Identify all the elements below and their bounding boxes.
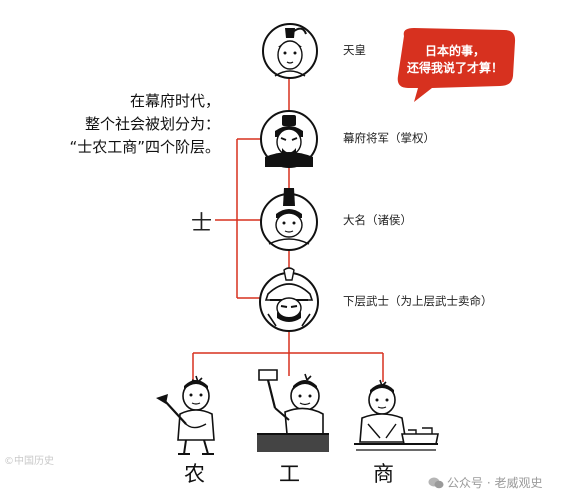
intro-line: 在幕府时代， <box>129 92 220 110</box>
rank-label-emperor: 天皇 <box>343 43 366 57</box>
farmer-figure <box>156 375 215 455</box>
artisan-figure <box>257 369 329 452</box>
watermark-right: 公众号 · 老威观史 <box>428 474 542 491</box>
speech-bubble-text: 日本的事， 还得我说了才算！ <box>396 43 514 77</box>
merchant-figure <box>354 379 439 451</box>
wechat-icon <box>428 477 444 488</box>
intro-line: “士农工商”四个阶层。 <box>69 138 220 156</box>
speech-line: 还得我说了才算！ <box>406 61 503 75</box>
shogun-portrait <box>260 110 318 168</box>
rank-label-lower-samurai: 下层武士（为上层武士卖命） <box>343 294 493 308</box>
lower-samurai-portrait <box>259 267 319 332</box>
intro-caption: 在幕府时代， 整个社会被划分为： “士农工商”四个阶层。 <box>40 90 220 159</box>
watermark-right-text: 公众号 · 老威观史 <box>447 476 543 490</box>
shi-label: 士 <box>191 211 212 235</box>
emperor-portrait <box>262 23 318 79</box>
speech-bubble <box>397 28 516 102</box>
intro-line: 整个社会被划分为： <box>84 115 220 133</box>
class-label-merchant: 商 <box>373 462 394 486</box>
speech-line: 日本的事， <box>424 44 485 58</box>
daimyo-portrait <box>260 188 318 251</box>
watermark-left: ©中国历史 <box>4 456 54 467</box>
rank-label-shogun: 幕府将军（掌权） <box>343 131 435 145</box>
rank-label-daimyo: 大名（诸侯） <box>343 213 412 227</box>
class-label-artisan: 工 <box>279 462 300 486</box>
class-label-farmer: 农 <box>184 462 205 486</box>
